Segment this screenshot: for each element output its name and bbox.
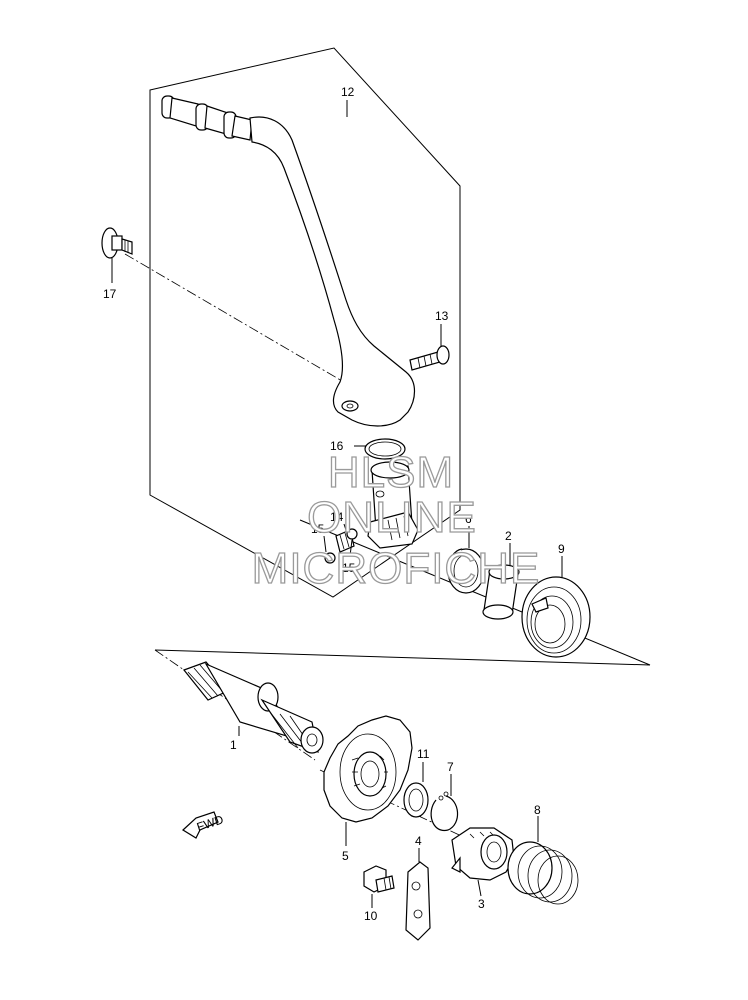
o-ring-16[interactable] [364,438,406,460]
label-5: 5 [342,849,349,863]
spring-8[interactable] [507,841,579,905]
watermark: HLSM ONLINE MICROFICHE [251,447,541,593]
label-4: 4 [415,834,422,848]
label-11: 11 [417,747,430,761]
stopper-plate-4[interactable] [405,861,431,941]
kick-gear-boss[interactable] [367,461,419,549]
oil-seal-6[interactable] [447,548,485,594]
label-13: 13 [435,309,449,323]
label-8: 8 [534,803,541,817]
bolt-17[interactable] [101,227,133,259]
kick-gear-5[interactable] [323,715,413,823]
watermark-line-2: ONLINE [307,493,477,542]
label-15-upper: 15 [311,522,325,536]
label-14: 14 [330,510,344,524]
label-2: 2 [505,529,512,543]
leader-lines [111,100,563,908]
label-10: 10 [364,909,378,923]
label-17: 17 [103,287,117,301]
fwd-label: FWD [195,812,226,834]
label-9: 9 [558,542,565,556]
bolt-13[interactable] [409,345,450,371]
label-3: 3 [478,897,485,911]
ball-15-right[interactable] [346,528,358,540]
label-1: 1 [230,738,237,752]
fwd-arrow-icon: FWD [182,811,226,839]
kick-lever[interactable] [161,95,416,427]
kick-shaft-1[interactable] [183,661,324,754]
label-6: 6 [465,512,472,526]
bolt-10[interactable] [363,865,395,893]
spring-9[interactable] [521,576,591,658]
label-15-lower: 15 [342,561,356,575]
watermark-line-3: MICROFICHE [252,544,541,593]
bushing-2[interactable] [482,564,520,620]
label-16: 16 [330,439,344,453]
watermark-line-1: HLSM [328,448,454,497]
circlip-7[interactable] [430,791,459,831]
washer-11[interactable] [403,782,429,818]
part-labels: 12 17 13 16 14 15 15 6 2 9 1 5 11 7 8 4 … [103,85,565,923]
label-12: 12 [341,85,355,99]
ratchet-3[interactable] [451,827,515,881]
label-7: 7 [447,760,454,774]
kick-lever-assembly-frame [124,47,651,666]
ball-15-left[interactable] [324,552,336,564]
